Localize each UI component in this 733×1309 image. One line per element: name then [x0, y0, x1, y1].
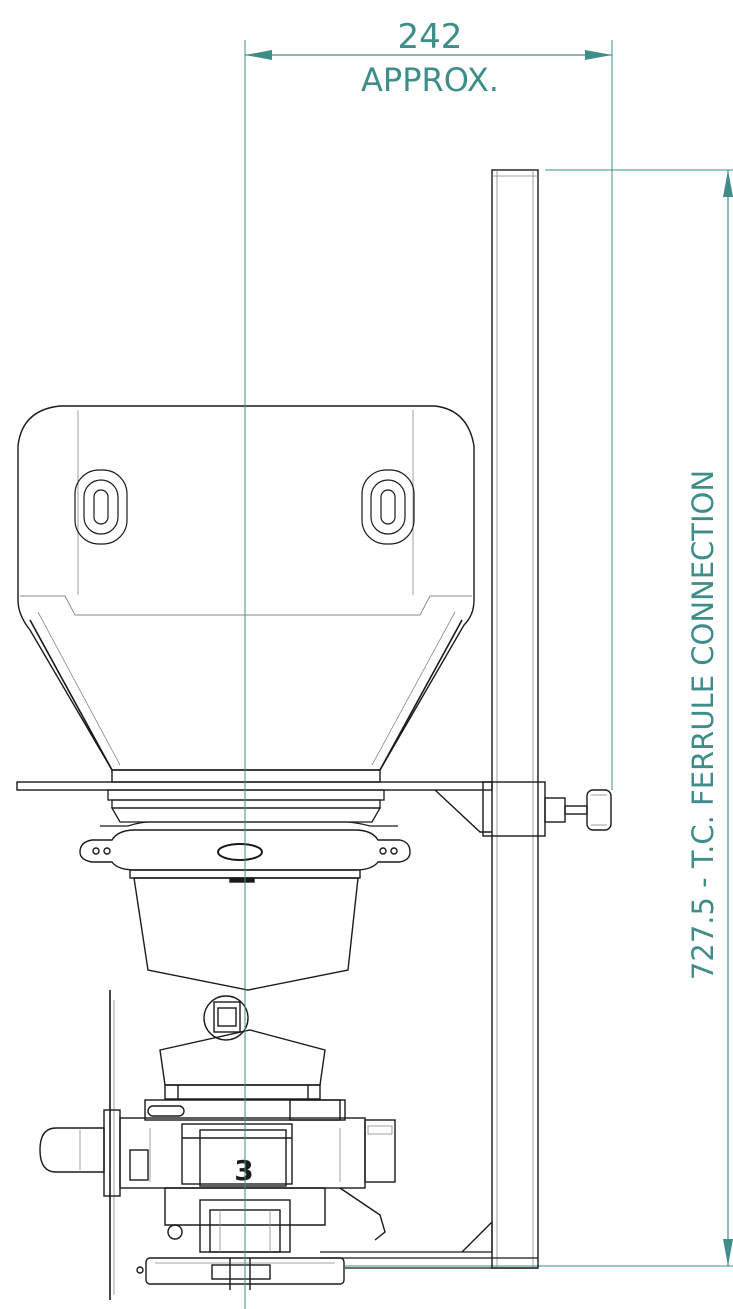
hopper-handle-right: [361, 469, 415, 545]
feeder-body: [119, 1099, 396, 1253]
tri-clamp: [79, 829, 411, 871]
outlet-plate: [136, 1257, 345, 1290]
base-foot: [320, 1220, 538, 1269]
position-number: 3: [234, 1154, 253, 1187]
hopper-handle-left: [74, 469, 128, 545]
flange-stack: [100, 789, 398, 827]
height-label: 727.5 - T.C. FERRULE CONNECTION: [686, 470, 720, 980]
height-dimension: [345, 169, 733, 1267]
drive-motor: [39, 990, 121, 1300]
feeder-inlet: [159, 1029, 326, 1100]
support-post: [491, 169, 539, 1269]
width-value: 242: [398, 17, 463, 57]
width-note: APPROX.: [361, 61, 499, 99]
hopper: [17, 405, 475, 771]
butterfly-valve: [203, 995, 249, 1041]
